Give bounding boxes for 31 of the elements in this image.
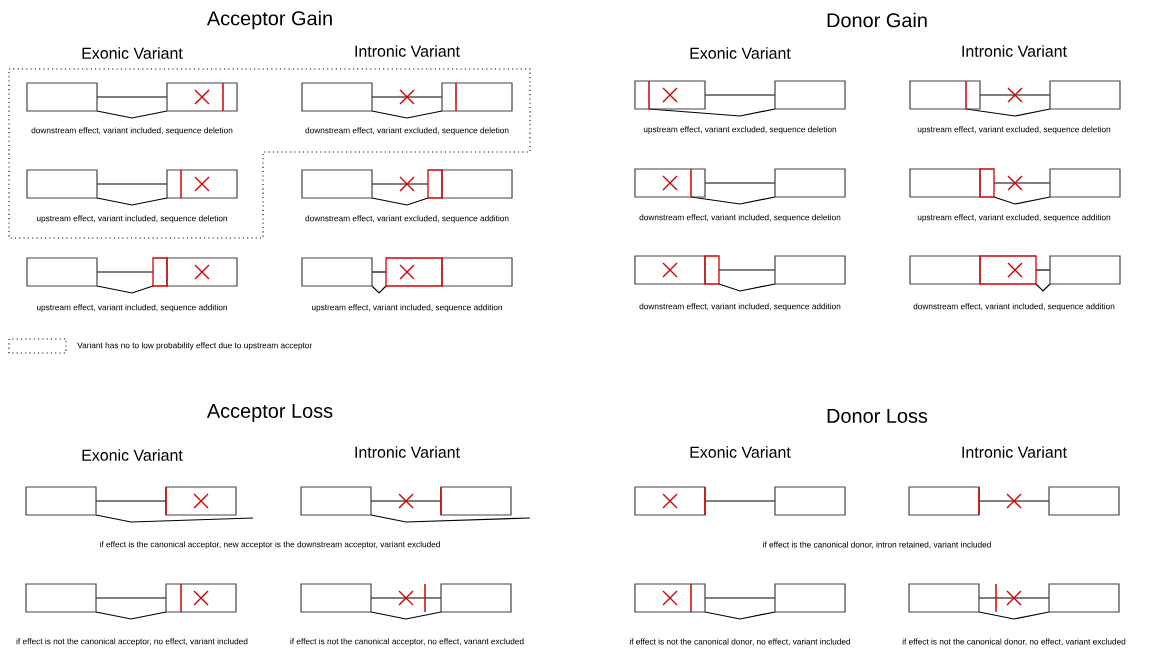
caption-text: if effect is not the canonical donor, no effect, variant excluded [902, 638, 1126, 646]
column-heading: Intronic Variant [962, 45, 1067, 57]
caption-text: if effect is the canonical acceptor, new acceptor is the downstream acceptor, variant excluded [100, 541, 440, 549]
caption-text: downstream effect, variant included, sequence addition [913, 303, 1115, 311]
caption-text: if effect is not the canonical donor, no effect, variant included [629, 638, 851, 646]
caption-text: upstream effect, variant included, sequence deletion [37, 215, 227, 223]
column-heading: Intronic Variant [355, 446, 460, 458]
column-heading: Exonic Variant [82, 449, 183, 461]
caption-text: if effect is not the canonical acceptor, no effect, variant included [16, 638, 248, 646]
column-heading: Intronic Variant [962, 446, 1067, 458]
caption-text: upstream effect, variant excluded, sequence addition [917, 214, 1111, 222]
caption-text: downstream effect, variant excluded, sequence addition [305, 215, 509, 223]
caption-text: upstream effect, variant excluded, sequence deletion [643, 126, 837, 134]
column-heading: Intronic Variant [355, 45, 460, 57]
caption-text: downstream effect, variant included, sequence deletion [639, 214, 841, 222]
section-heading: Donor Gain [827, 12, 927, 28]
caption-text: upstream effect, variant included, sequence addition [37, 304, 227, 312]
caption-text: upstream effect, variant excluded, sequence deletion [917, 126, 1111, 134]
column-heading: Exonic Variant [690, 446, 791, 458]
caption-text: upstream effect, variant included, sequence addition [312, 304, 502, 312]
section-heading: Acceptor Gain [206, 10, 332, 30]
caption-text: downstream effect, variant included, sequence addition [639, 303, 841, 311]
caption-text: downstream effect, variant excluded, sequence deletion [305, 127, 509, 135]
column-heading: Exonic Variant [82, 47, 183, 59]
legend-text: Variant has no to low probability effect due to upstream acceptor [77, 342, 313, 350]
caption-text: if effect is the canonical donor, intron retained, variant included [763, 541, 991, 549]
section-heading: Donor Loss [827, 409, 928, 423]
caption-text: downstream effect, variant included, sequence deletion [31, 127, 233, 135]
section-heading: Acceptor Loss [206, 404, 333, 422]
column-heading: Exonic Variant [690, 47, 791, 59]
caption-text: if effect is not the canonical acceptor, no effect, variant excluded [290, 638, 524, 646]
